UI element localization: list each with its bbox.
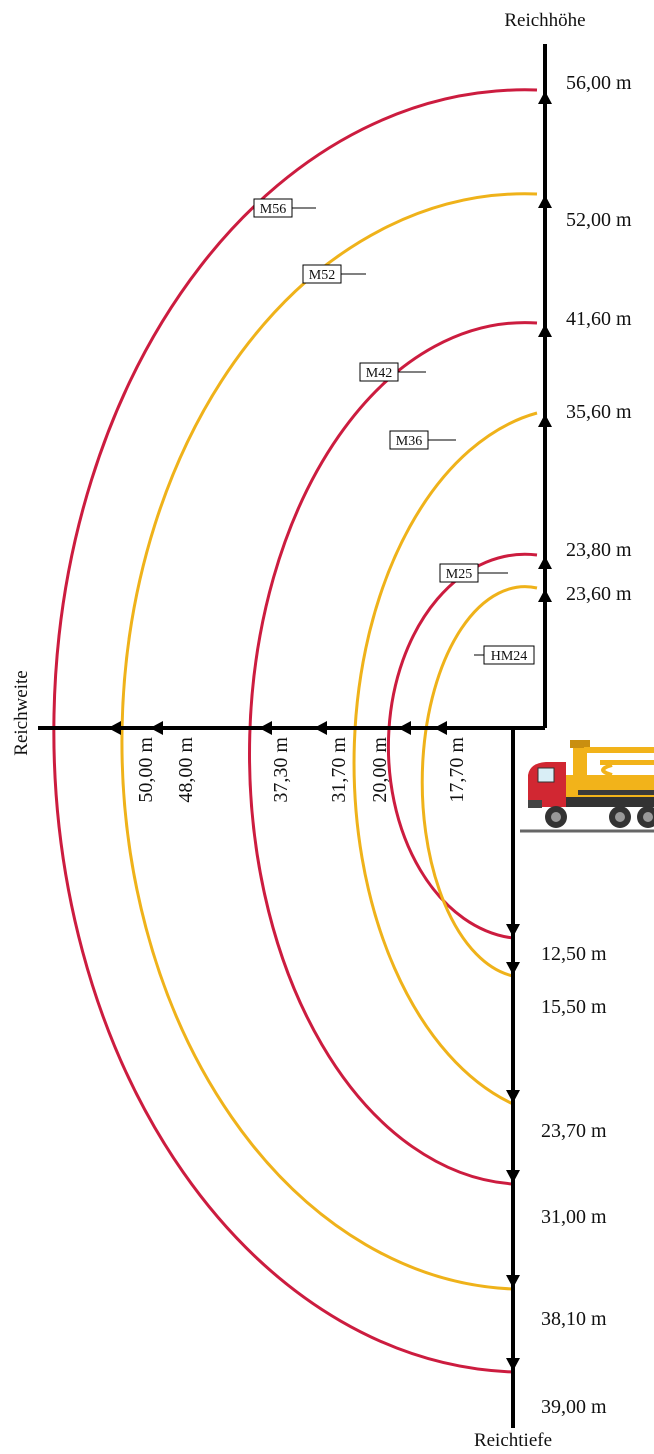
reach-value: 37,30 m bbox=[270, 737, 292, 803]
depth-value: 38,10 m bbox=[541, 1308, 607, 1330]
reach-value: 31,70 m bbox=[328, 737, 350, 803]
axis-arrows bbox=[108, 91, 552, 1371]
arrow-left-50 bbox=[108, 721, 121, 735]
axes bbox=[38, 44, 547, 1428]
arrow-up-41 bbox=[538, 324, 552, 337]
model-label-m52: M52 bbox=[302, 264, 366, 284]
model-label-text: M56 bbox=[260, 202, 286, 217]
height-value: 56,00 m bbox=[566, 72, 632, 94]
depth-values: 12,50 m 15,50 m 23,70 m 31,00 m 38,10 m … bbox=[541, 943, 607, 1418]
height-value: 23,80 m bbox=[566, 539, 632, 561]
concrete-pump-truck-icon bbox=[520, 740, 654, 833]
model-label-text: M52 bbox=[309, 268, 335, 283]
model-label-m25: M25 bbox=[439, 563, 508, 583]
arrow-left-48 bbox=[150, 721, 163, 735]
arrow-left-177 bbox=[434, 721, 447, 735]
curve-m52 bbox=[120, 192, 538, 1291]
reach-values: 50,00 m 48,00 m 37,30 m 31,70 m 20,00 m … bbox=[135, 737, 468, 803]
height-values: 56,00 m 52,00 m 41,60 m 35,60 m 23,80 m … bbox=[566, 72, 632, 605]
arrow-down-237 bbox=[506, 1090, 520, 1103]
arrow-up-236 bbox=[538, 589, 552, 602]
arrow-down-381 bbox=[506, 1275, 520, 1288]
reach-value: 48,00 m bbox=[175, 737, 197, 803]
curve-m42 bbox=[247, 321, 538, 1186]
model-label-text: M42 bbox=[366, 366, 392, 381]
arrow-down-155 bbox=[506, 962, 520, 975]
model-label-hm24: HM24 bbox=[474, 645, 535, 665]
arrow-left-317 bbox=[314, 721, 327, 735]
depth-value: 15,50 m bbox=[541, 996, 607, 1018]
arrow-down-125 bbox=[506, 924, 520, 937]
reach-value: 20,00 m bbox=[369, 737, 391, 803]
height-value: 23,60 m bbox=[566, 583, 632, 605]
reach-value: 50,00 m bbox=[135, 737, 157, 803]
depth-value: 12,50 m bbox=[541, 943, 607, 965]
model-label-m36: M36 bbox=[389, 430, 456, 450]
arrow-down-31 bbox=[506, 1170, 520, 1183]
depth-axis-title: Reichtiefe bbox=[474, 1430, 552, 1451]
model-labels: M56 M52 M42 M36 M25 HM24 bbox=[253, 198, 535, 665]
arrow-left-20 bbox=[398, 721, 411, 735]
curve-m36 bbox=[352, 411, 538, 1106]
height-axis-title: Reichhöhe bbox=[504, 10, 585, 31]
model-label-m42: M42 bbox=[359, 362, 426, 382]
model-label-text: M25 bbox=[446, 567, 472, 582]
reach-axis-title: Reichweite bbox=[11, 670, 32, 755]
arrow-down-39 bbox=[506, 1358, 520, 1371]
model-label-m56: M56 bbox=[253, 198, 316, 218]
depth-value: 31,00 m bbox=[541, 1206, 607, 1228]
arrow-up-52 bbox=[538, 195, 552, 208]
arrow-up-238 bbox=[538, 556, 552, 569]
arrow-left-373 bbox=[259, 721, 272, 735]
reach-value: 17,70 m bbox=[446, 737, 468, 803]
depth-value: 39,00 m bbox=[541, 1396, 607, 1418]
arrow-up-56 bbox=[538, 91, 552, 104]
model-label-text: HM24 bbox=[491, 649, 528, 664]
curve-m56 bbox=[52, 88, 538, 1374]
reach-curves bbox=[52, 88, 538, 1374]
curve-hm24 bbox=[420, 585, 538, 978]
height-value: 52,00 m bbox=[566, 209, 632, 231]
height-value: 41,60 m bbox=[566, 308, 632, 330]
arrow-up-35 bbox=[538, 414, 552, 427]
depth-value: 23,70 m bbox=[541, 1120, 607, 1142]
model-label-text: M36 bbox=[396, 434, 422, 449]
height-value: 35,60 m bbox=[566, 401, 632, 423]
